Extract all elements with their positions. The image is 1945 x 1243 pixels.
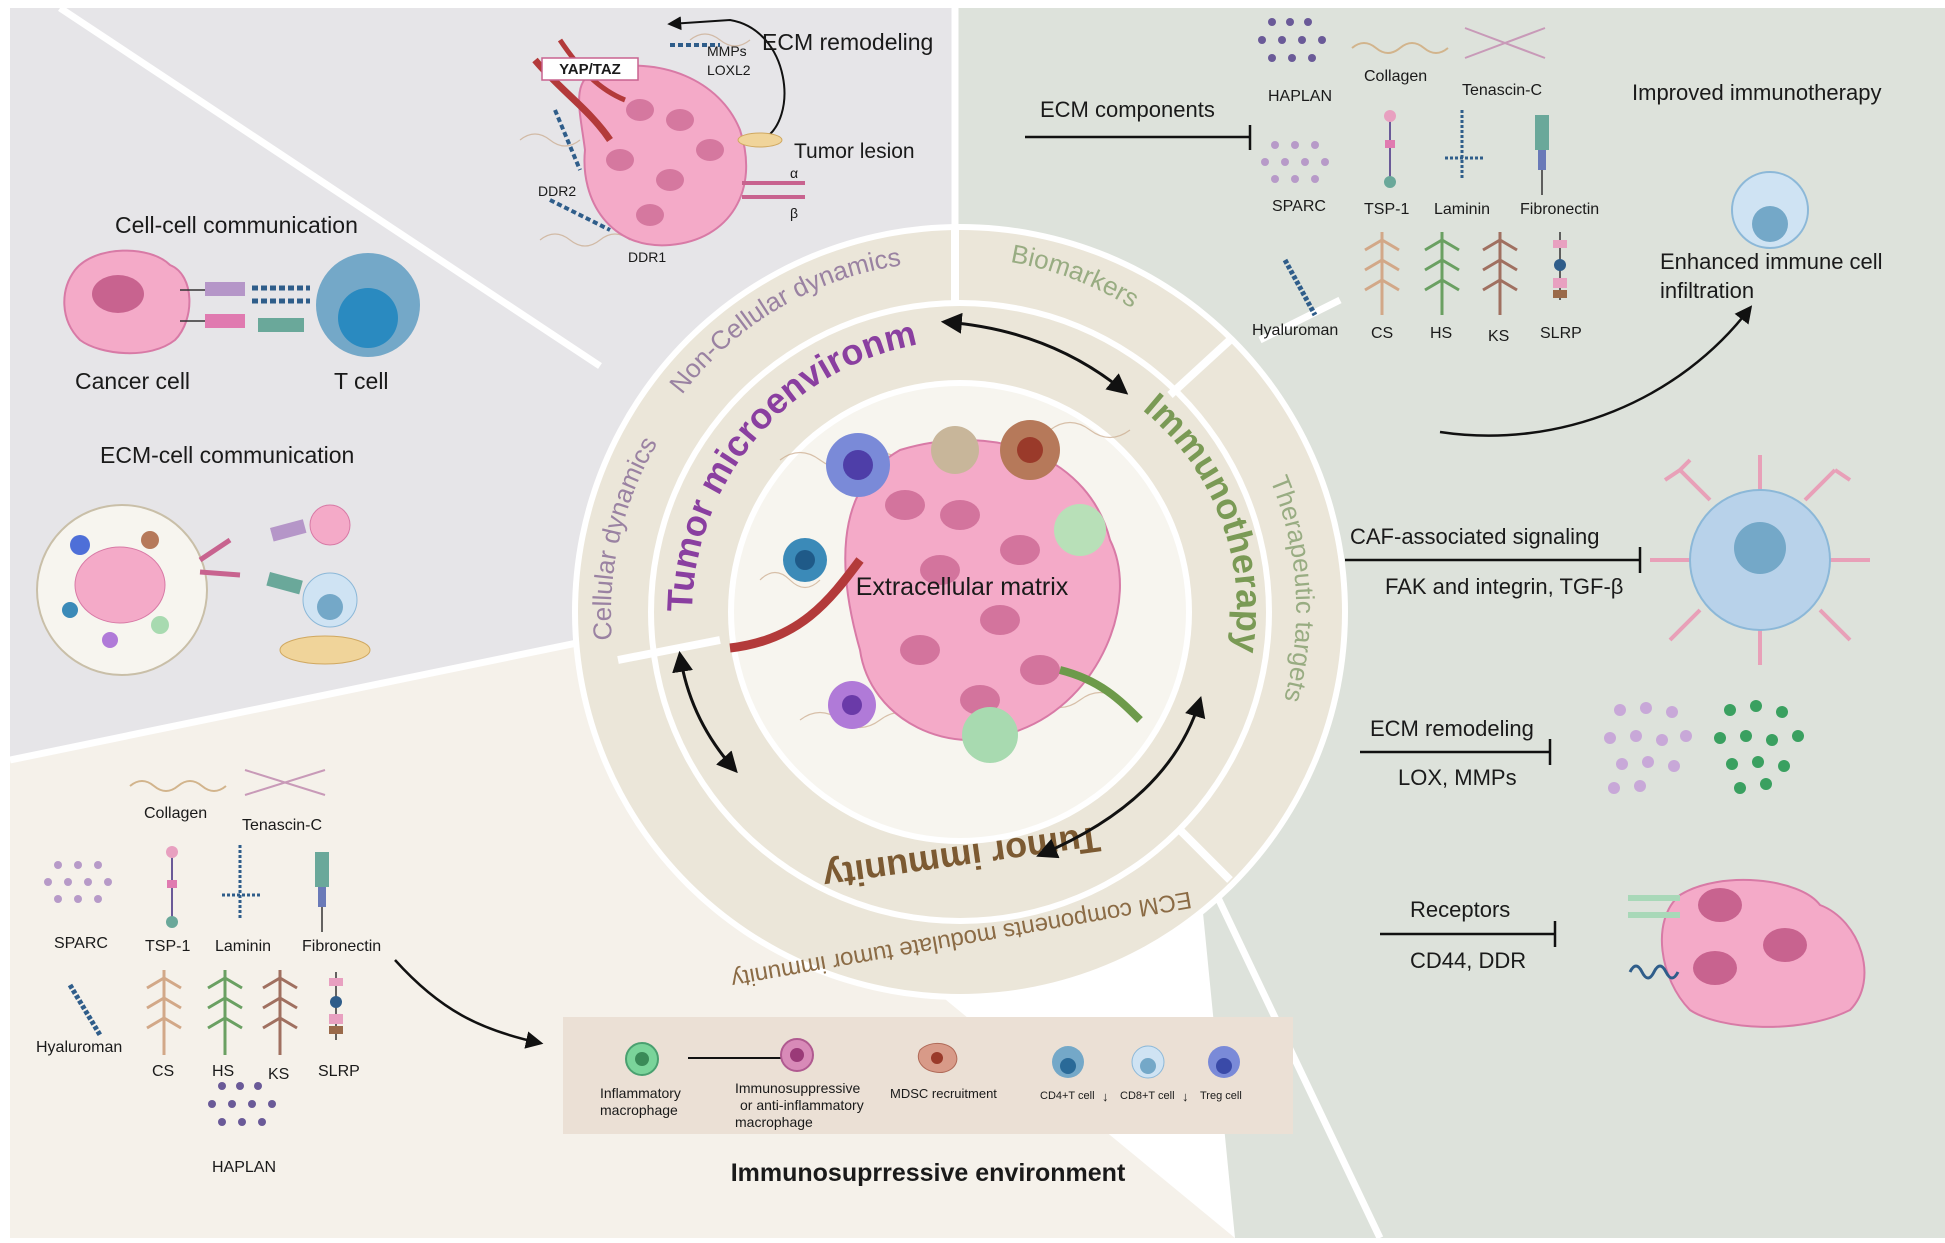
tenascin-label: Tenascin-C — [1462, 82, 1542, 99]
ddr1-label: DDR1 — [628, 249, 666, 265]
cell-cell-title: Cell-cell communication — [115, 212, 358, 238]
cd4-label: CD4+T cell — [1040, 1090, 1095, 1102]
bl-hyaluroman-label: Hyaluroman — [36, 1039, 122, 1056]
bl-sparc-label: SPARC — [54, 935, 108, 952]
bl-cs-label: CS — [152, 1063, 174, 1080]
fak-label: FAK and integrin, TGF-β — [1385, 574, 1623, 599]
to-immuno-arrow — [394, 959, 544, 1049]
haplan-dots — [1258, 18, 1326, 62]
cell-communication-panel: Cell-cell communication Cancer cell T ce… — [36, 212, 420, 676]
cd44-label: CD44, DDR — [1410, 948, 1526, 973]
signaling-panel: CAF-associated signaling FAK and integri… — [1345, 455, 1870, 1028]
bl-ks-label: KS — [268, 1066, 289, 1083]
bottom-ecm-components: Collagen Tenascin-C SPARC TSP-1 Laminin … — [36, 769, 544, 1176]
bl-tenascin-label: Tenascin-C — [242, 817, 322, 834]
beta-label: β — [790, 205, 798, 221]
tsp1-label: TSP-1 — [1364, 201, 1409, 218]
ring-arrows — [672, 312, 1206, 859]
yap-taz-box — [541, 57, 639, 81]
inflammatory-line1: Inflammatory — [600, 1085, 681, 1101]
ecm-remodeling-title: ECM remodeling — [762, 29, 933, 55]
ecm-remodeling-illustration: YAP/TAZ MMPs LOXL2 ECM remodeling Tumor … — [519, 16, 933, 265]
cd8-label: CD8+T cell — [1120, 1090, 1175, 1102]
t-cell-label: T cell — [334, 368, 389, 394]
laminin-label: Laminin — [1434, 201, 1490, 218]
immunosuppressive-box: Inflammatory macrophage Immunosuppressiv… — [563, 1017, 1293, 1187]
ks-label: KS — [1488, 328, 1509, 345]
dendritic-cell-icon — [1650, 455, 1870, 665]
remodeling-loop-arrow — [667, 16, 786, 141]
yap-taz-label: YAP/TAZ — [559, 61, 621, 78]
enhanced-line1: Enhanced immune cell — [1660, 249, 1883, 274]
hs-label: HS — [1430, 325, 1452, 342]
sparc-label: SPARC — [1272, 198, 1326, 215]
suppressive-line2: or anti-inflammatory — [740, 1097, 864, 1113]
tumor-cells-icon — [1628, 879, 1866, 1028]
cancer-cell-label: Cancer cell — [75, 368, 190, 394]
ddr2-label: DDR2 — [538, 183, 576, 199]
suppressive-line1: Immunosuppressive — [735, 1080, 860, 1096]
green-dot-cluster — [1714, 700, 1804, 794]
alpha-label: α — [790, 165, 798, 181]
bl-slrp-label: SLRP — [318, 1063, 360, 1080]
cd4-down-arrow: ↓ — [1102, 1089, 1109, 1104]
collagen-label: Collagen — [1364, 68, 1427, 85]
purple-dot-cluster — [1604, 702, 1692, 794]
mmps-label: MMPs — [707, 43, 747, 59]
slrp-label: SLRP — [1540, 325, 1582, 342]
ecm-cell-title: ECM-cell communication — [100, 442, 354, 468]
inflammatory-line2: macrophage — [600, 1102, 678, 1118]
bl-collagen-label: Collagen — [144, 805, 207, 822]
mdsc-label: MDSC recruitment — [890, 1086, 997, 1101]
improvement-arrow — [1439, 305, 1753, 437]
lox-label: LOX, MMPs — [1398, 765, 1517, 790]
bl-hs-label: HS — [212, 1063, 234, 1080]
ecm-remodeling-label: ECM remodeling — [1370, 716, 1534, 741]
suppressive-line3: macrophage — [735, 1114, 813, 1130]
bl-tsp1-label: TSP-1 — [145, 938, 190, 955]
ecm-components-panel: ECM components HAPLAN Collagen Tenascin-… — [1025, 18, 1883, 437]
bl-haplan-label: HAPLAN — [212, 1159, 276, 1176]
integrin-receptor — [742, 181, 805, 199]
cs-label: CS — [1371, 325, 1393, 342]
fibronectin-label: Fibronectin — [1520, 201, 1599, 218]
treg-label: Treg cell — [1200, 1090, 1242, 1102]
tumor-lesion-label: Tumor lesion — [794, 140, 915, 163]
center-tumor-illustration: Extracellular matrix — [729, 420, 1143, 763]
hyaluroman-label: Hyaluroman — [1252, 322, 1338, 339]
enhanced-line2: infiltration — [1660, 278, 1754, 303]
loxl2-label: LOXL2 — [707, 62, 751, 78]
bl-laminin-label: Laminin — [215, 938, 271, 955]
receptors-label: Receptors — [1410, 897, 1510, 922]
ecm-components-label: ECM components — [1040, 97, 1215, 122]
immunosuppressive-title: Immunosuprressive environment — [731, 1159, 1126, 1187]
bl-fibronectin-label: Fibronectin — [302, 938, 381, 955]
improved-immunotherapy-label: Improved immunotherapy — [1632, 80, 1881, 105]
ecm-center-label: Extracellular matrix — [856, 573, 1069, 601]
haplan-label: HAPLAN — [1268, 88, 1332, 105]
cd8-down-arrow: ↓ — [1182, 1089, 1189, 1104]
caf-label: CAF-associated signaling — [1350, 524, 1599, 549]
